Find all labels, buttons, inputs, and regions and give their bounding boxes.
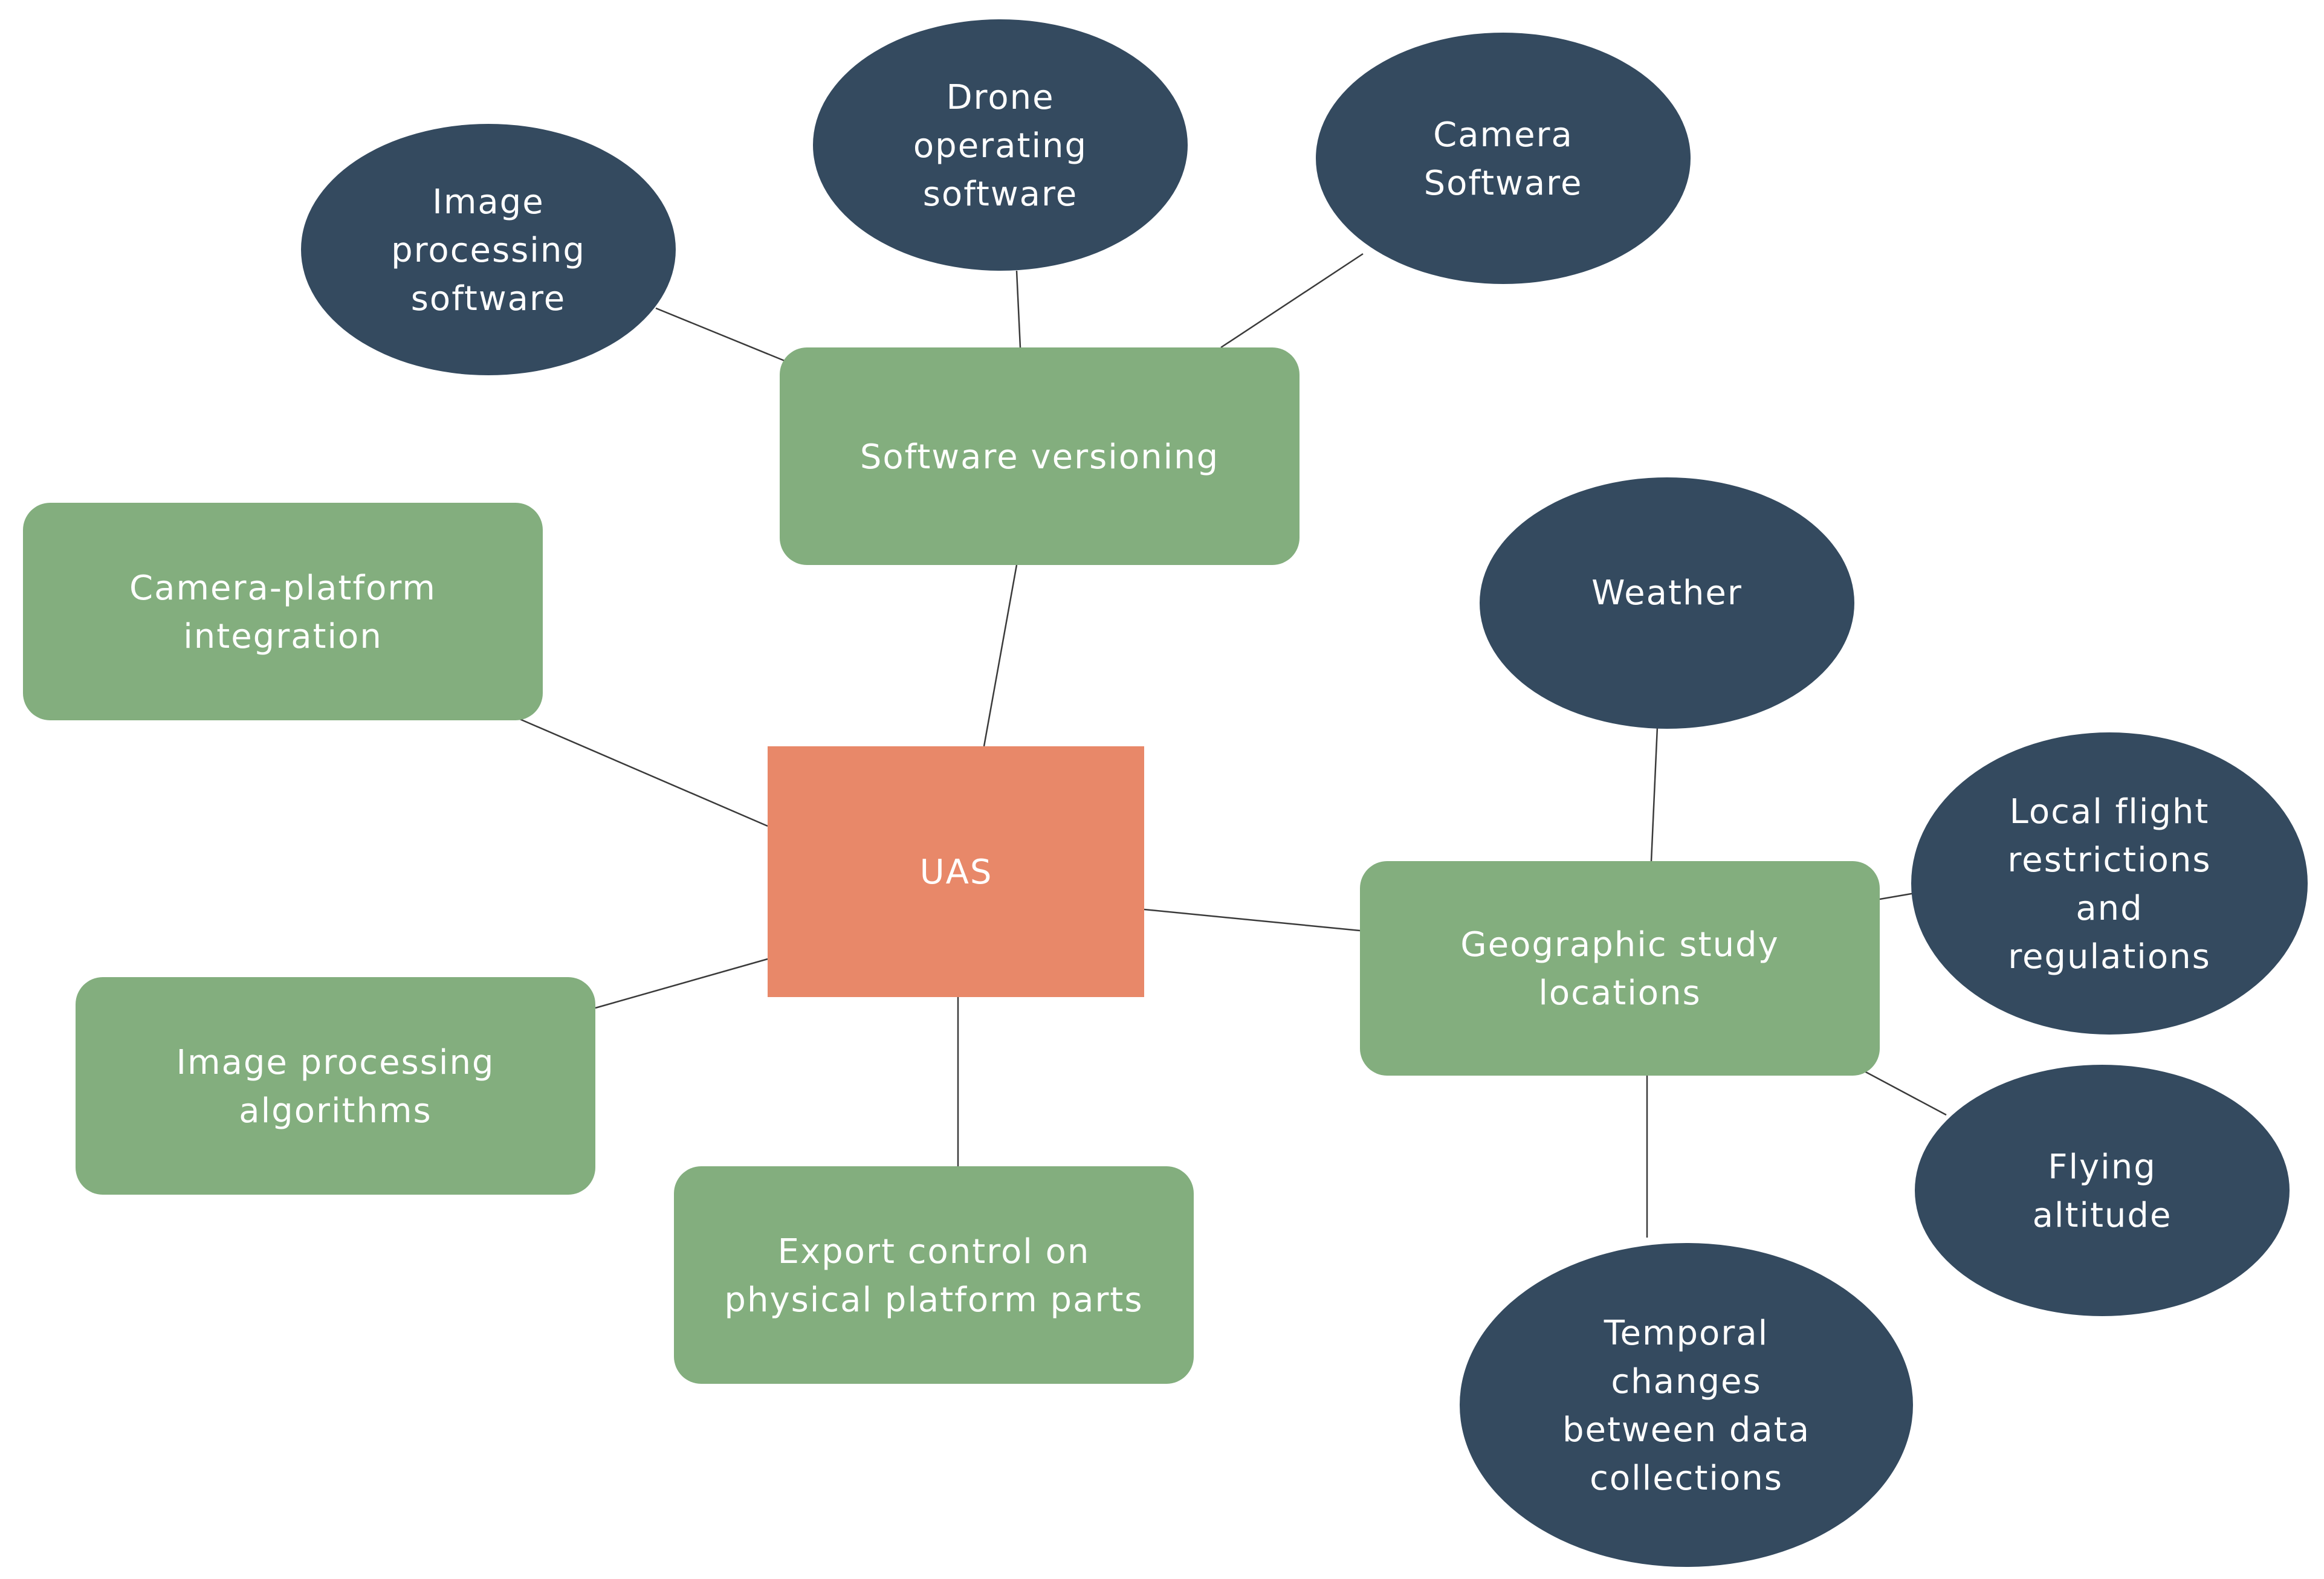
export-control-label: Export control on physical platform parts (724, 1232, 1143, 1320)
temporal-changes-label: Temporal changes between data collections (1562, 1314, 1810, 1498)
flying-altitude-node: Flying altitude (1915, 1065, 2290, 1316)
flying-altitude-label-line: Flying (2048, 1148, 2157, 1187)
geographic-study-locations-label: Geographic study locations (1460, 925, 1779, 1013)
camera-platform-integration-label: Camera-platform integration (129, 569, 436, 656)
connectors (519, 253, 1947, 1238)
connector-uas-camera-platform-integration (519, 718, 768, 827)
temporal-changes-label-line: Temporal (1604, 1314, 1769, 1353)
geographic-study-locations-label-line: locations (1538, 974, 1701, 1013)
image-processing-software-label-line: software (411, 279, 566, 318)
temporal-changes-label-line: between data (1562, 1410, 1810, 1450)
drone-operating-software-label-line: operating (913, 126, 1087, 166)
temporal-changes-label-line: changes (1611, 1362, 1761, 1401)
connector-geographic-weather (1650, 726, 1659, 862)
camera-platform-integration-node: Camera-platform integration (23, 503, 543, 720)
software-versioning-label: Software versioning (860, 438, 1219, 477)
connector-uas-software-versioning (983, 564, 1018, 747)
local-flight-restrictions-node: Local flight restrictions and regulations (1911, 732, 2308, 1035)
uas-label: UAS (920, 853, 993, 892)
connector-uas-image-processing-algorithms (595, 958, 768, 1009)
geographic-study-locations-label-line: Geographic study (1460, 925, 1779, 964)
local-flight-restrictions-label-line: regulations (2008, 937, 2211, 977)
image-processing-algorithms-label-line: Image processing (176, 1043, 495, 1082)
export-control-node: Export control on physical platform parts (674, 1166, 1194, 1384)
software-versioning-label-line: Software versioning (860, 438, 1219, 477)
connector-geographic-flying-altitude (1864, 1070, 1947, 1116)
image-processing-algorithms-node: Image processing algorithms (76, 977, 595, 1195)
camera-software-label-line: Software (1424, 164, 1583, 203)
temporal-changes-node: Temporal changes between data collections (1460, 1243, 1913, 1567)
geographic-study-locations-node: Geographic study locations (1360, 861, 1880, 1076)
weather-label-line: Weather (1591, 573, 1743, 613)
local-flight-restrictions-label-line: Local flight (2010, 792, 2210, 831)
connector-geographic-local-flight-restrictions (1879, 892, 1915, 900)
connector-software-versioning-drone-operating-software (1015, 270, 1021, 348)
drone-operating-software-label-line: Drone (946, 78, 1054, 117)
uas-label-line: UAS (920, 853, 993, 892)
drone-operating-software-node: Drone operating software (813, 19, 1188, 271)
image-processing-software-node: Image processing software (301, 124, 676, 375)
software-versioning-node: Software versioning (780, 347, 1300, 565)
drone-operating-software-label-line: software (923, 175, 1078, 214)
connector-software-versioning-camera-software (1220, 253, 1364, 349)
image-processing-software-label-line: Image (432, 182, 544, 222)
image-processing-software-label-line: processing (391, 231, 586, 270)
camera-platform-integration-label-line: Camera-platform (129, 569, 436, 608)
image-processing-algorithms-label-line: algorithms (239, 1091, 432, 1131)
flying-altitude-label: Flying altitude (2033, 1148, 2172, 1235)
camera-platform-integration-label-line: integration (183, 617, 383, 656)
weather-node: Weather (1480, 477, 1854, 729)
temporal-changes-label-line: collections (1590, 1459, 1783, 1498)
flying-altitude-label-line: altitude (2033, 1196, 2172, 1235)
export-control-label-line: Export control on (778, 1232, 1090, 1271)
export-control-label-line: physical platform parts (724, 1280, 1143, 1320)
drone-operating-software-label: Drone operating software (913, 78, 1087, 214)
connector-software-versioning-image-processing-software (655, 307, 785, 362)
local-flight-restrictions-label: Local flight restrictions and regulations (2007, 792, 2211, 977)
camera-software-label-line: Camera (1433, 115, 1573, 155)
weather-label: Weather (1591, 573, 1743, 613)
uas-node: UAS (768, 746, 1144, 997)
image-processing-software-label: Image processing software (391, 182, 586, 318)
connector-uas-geographic-study-locations (1144, 908, 1361, 932)
image-processing-algorithms-label: Image processing algorithms (176, 1043, 495, 1131)
local-flight-restrictions-label-line: restrictions (2007, 841, 2211, 880)
local-flight-restrictions-label-line: and (2076, 889, 2143, 928)
